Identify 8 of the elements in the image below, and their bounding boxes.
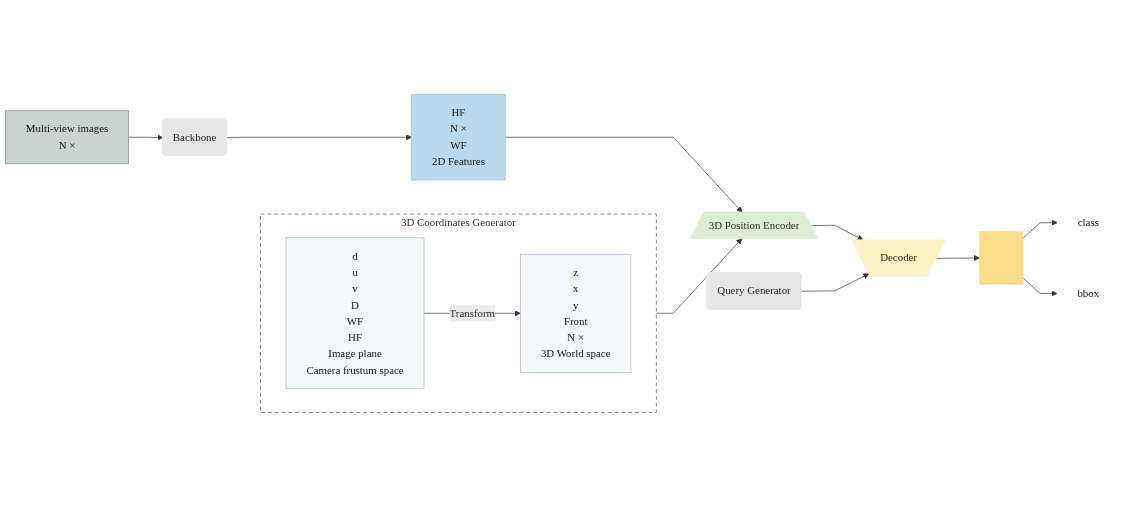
node-box: z x y Front N × 3D World space xyxy=(520,253,632,373)
node-box: Multi-view images N × xyxy=(5,110,129,165)
node-text: class xyxy=(1077,216,1099,229)
node-box: d u v D WF HF Image plane Camera frustum space xyxy=(285,237,425,390)
edge-label: Transform xyxy=(449,307,496,319)
node-text: bbox xyxy=(1077,287,1100,299)
node-bar xyxy=(979,231,1024,285)
node-box: HF N × WF 2D Features xyxy=(411,94,506,181)
